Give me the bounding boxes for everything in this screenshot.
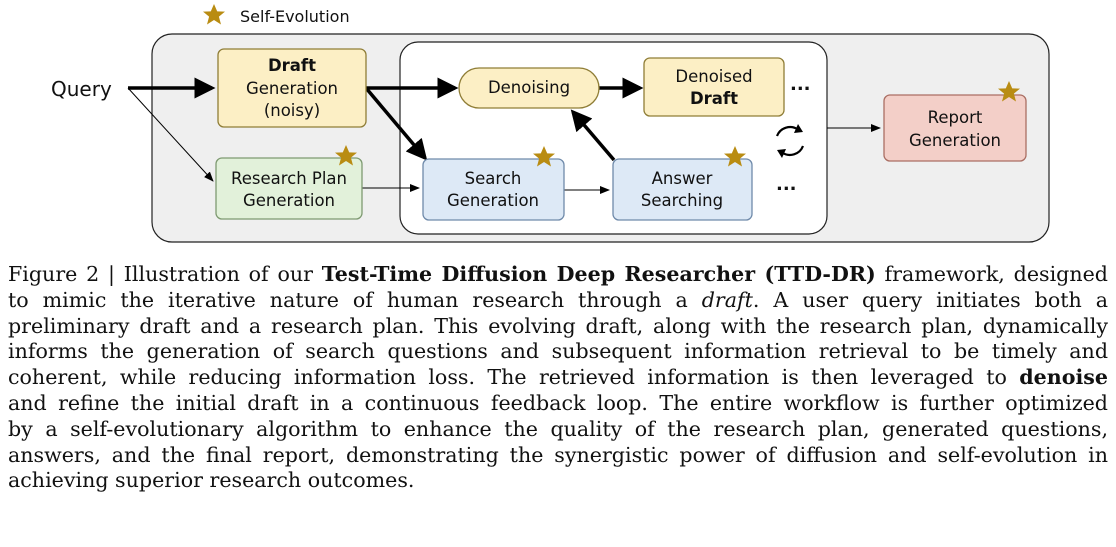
figure-caption: Figure 2 | Illustration of our Test-Time… xyxy=(8,262,1108,494)
denoised-draft-node: Denoised Draft xyxy=(643,57,785,117)
caption-line-6: and refine the initial draft in a contin… xyxy=(8,390,1108,415)
svg-text:Draft: Draft xyxy=(690,89,738,108)
caption-line-3: preliminary draft and a research plan. T… xyxy=(8,313,1108,338)
svg-text:Denoising: Denoising xyxy=(488,78,570,97)
answer-searching-node: Answer Searching xyxy=(612,158,753,221)
svg-text:Search: Search xyxy=(465,169,522,188)
svg-text:Report: Report xyxy=(928,108,983,127)
svg-text:Research Plan: Research Plan xyxy=(231,169,347,188)
svg-text:Draft: Draft xyxy=(268,56,316,75)
denoising-node: Denoising xyxy=(458,67,600,109)
caption-line-2: to mimic the iterative nature of human r… xyxy=(8,287,1108,312)
svg-text:(noisy): (noisy) xyxy=(264,101,320,120)
query-to-plan-arrow xyxy=(127,87,214,182)
draft-generation-node: Draft Generation (noisy) xyxy=(217,48,367,128)
caption-line-7: by a self-evolutionary algorithm to enha… xyxy=(8,416,1108,441)
caption-line-9: achieving superior research outcomes. xyxy=(8,468,415,493)
svg-text:Generation: Generation xyxy=(246,79,338,98)
svg-text:Answer: Answer xyxy=(652,169,713,188)
report-generation-node: Report Generation xyxy=(883,94,1027,162)
ellipsis-top: ... xyxy=(790,74,811,95)
svg-text:Generation: Generation xyxy=(447,191,539,210)
draft-to-search-arrow xyxy=(364,86,428,161)
caption-line-4: informs the generation of search questio… xyxy=(8,339,1108,364)
svg-text:Searching: Searching xyxy=(641,191,723,210)
svg-text:Generation: Generation xyxy=(909,131,1001,150)
ellipsis-bottom: ... xyxy=(776,174,797,195)
legend-star-icon xyxy=(203,4,225,25)
answer-to-denoising-arrow xyxy=(570,109,616,162)
caption-line-8: answers, and the final report, demonstra… xyxy=(8,442,1108,467)
svg-text:Generation: Generation xyxy=(243,191,335,210)
caption-line-5: coherent, while reducing information los… xyxy=(8,365,1108,390)
svg-text:Denoised: Denoised xyxy=(675,67,752,86)
search-generation-node: Search Generation xyxy=(422,158,565,221)
research-plan-generation-node: Research Plan Generation xyxy=(215,157,363,220)
refresh-cycle-icon xyxy=(775,124,805,158)
query-label: Query xyxy=(51,77,112,101)
caption-line-1: Figure 2 | Illustration of our Test-Time… xyxy=(8,262,1108,286)
legend-label: Self-Evolution xyxy=(240,7,350,26)
